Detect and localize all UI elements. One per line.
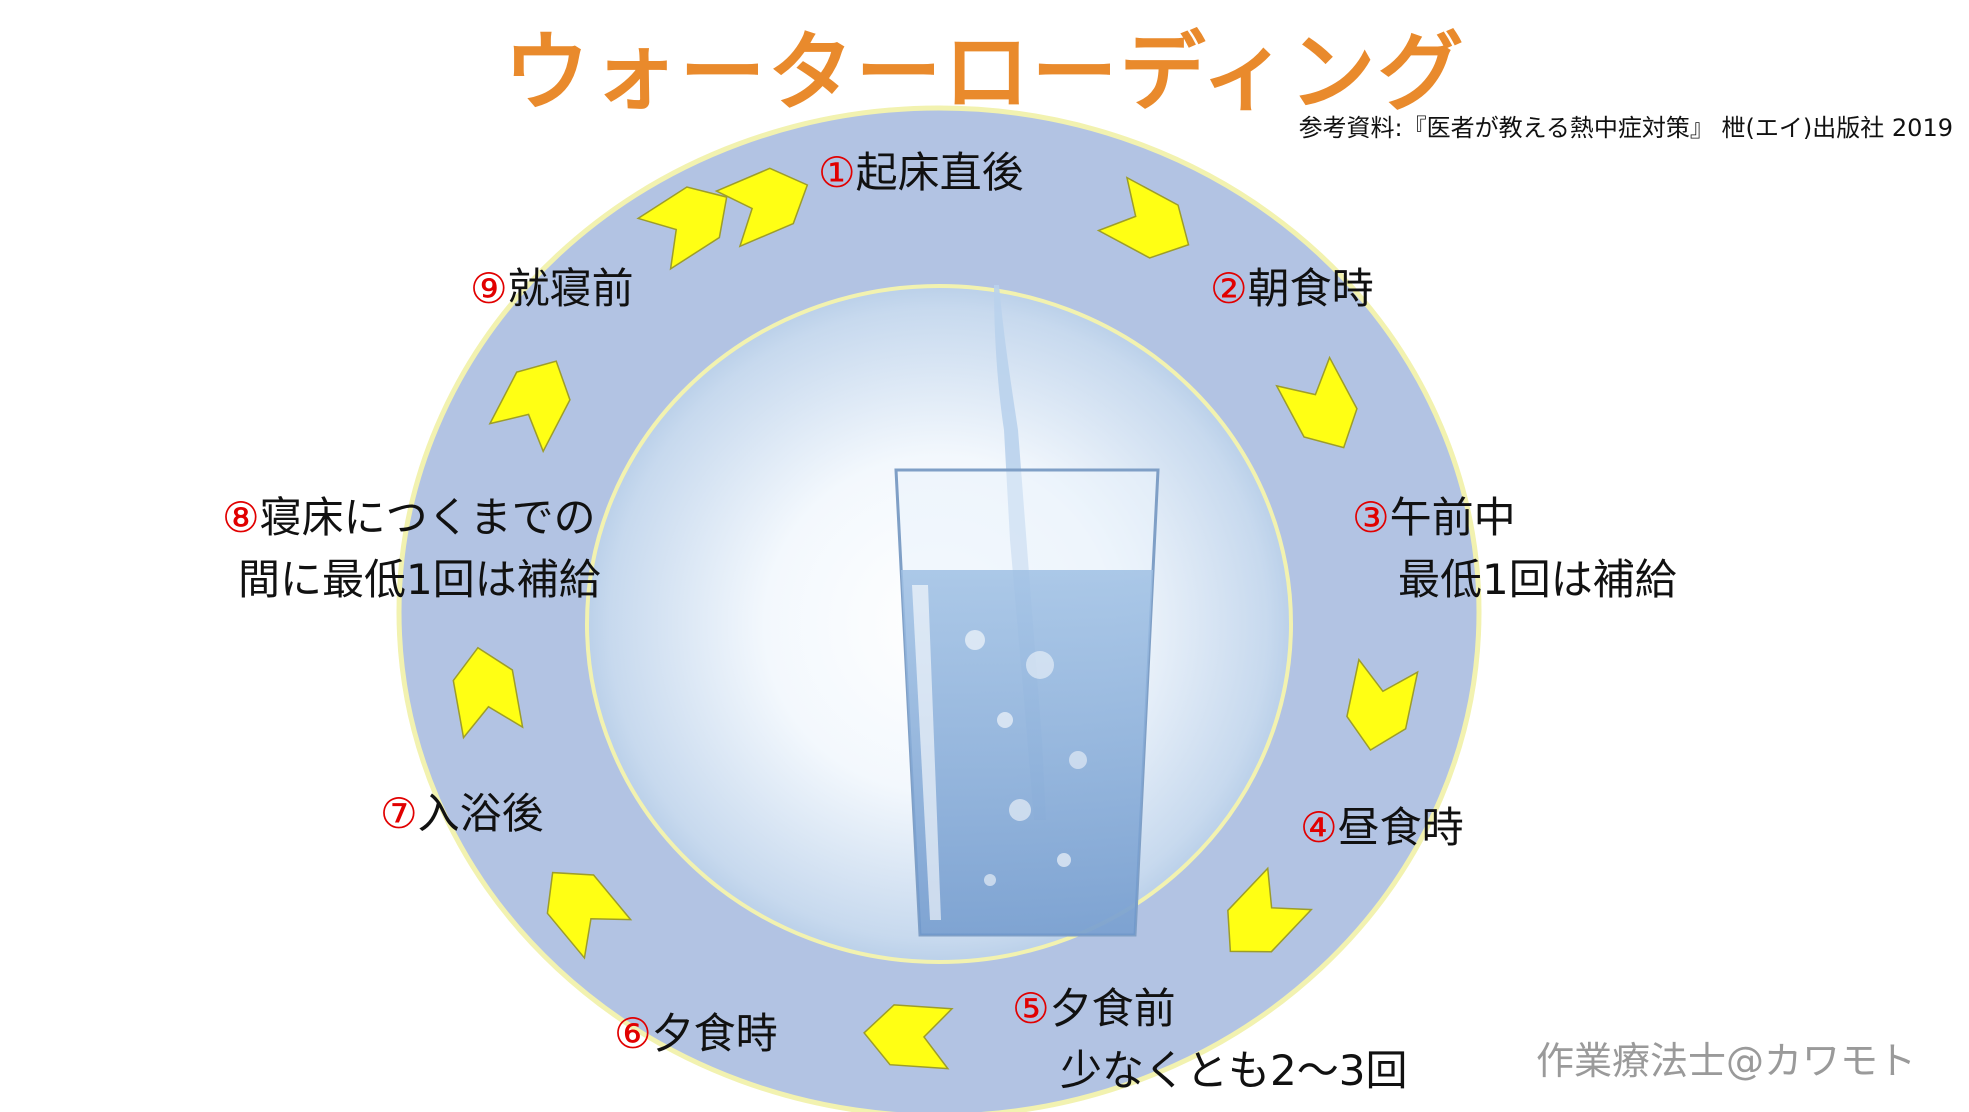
step-6: ⑥夕食時: [614, 1003, 778, 1065]
cycle-arrow-icon: [636, 186, 728, 271]
step-2: ②朝食時: [1210, 258, 1374, 320]
glass-highlight: [912, 585, 941, 920]
step-label: 夕食時: [651, 1009, 778, 1058]
step-label: 昼食時: [1337, 803, 1464, 852]
step-note: 間に最低1回は補給: [238, 555, 601, 604]
cycle-arrow-icon: [863, 1004, 954, 1070]
step-number: ⑧: [222, 493, 260, 542]
step-number: ⑤: [1012, 984, 1050, 1033]
bubble: [1069, 751, 1087, 769]
step-number: ⑦: [380, 789, 418, 838]
step-number: ②: [1210, 264, 1248, 313]
water-glass-illustration: [894, 285, 1160, 937]
page-title: ウォーターローディング: [503, 23, 1466, 123]
cycle-arrow-icon: [714, 167, 809, 248]
step-label: 就寝前: [507, 264, 634, 313]
bubble: [1009, 799, 1031, 821]
author-credit: 作業療法士@カワモト: [1536, 1039, 1917, 1083]
step-label: 入浴後: [417, 789, 544, 838]
cycle-arrow-icon: [452, 646, 524, 740]
step-1: ①起床直後: [818, 142, 1024, 204]
step-label: 夕食前: [1049, 984, 1176, 1033]
bubble: [984, 874, 996, 886]
step-number: ①: [818, 148, 856, 197]
step-label: 起床直後: [855, 148, 1024, 197]
step-3: ③午前中 最低1回は補給: [1352, 487, 1677, 611]
cycle-arrow-icon: [1275, 355, 1358, 449]
bubble: [997, 712, 1013, 728]
step-label: 午前中: [1389, 493, 1516, 542]
bubble: [1026, 651, 1054, 679]
cycle-arrow-icon: [1346, 657, 1419, 752]
step-number: ⑥: [614, 1009, 652, 1058]
step-label: 朝食時: [1247, 264, 1374, 313]
step-note: 少なくとも2～3回: [1060, 1046, 1408, 1095]
step-label: 寝床につくまでの: [259, 493, 596, 542]
step-note: 最低1回は補給: [1398, 555, 1677, 604]
reference-citation: 参考資料:『医者が教える熱中症対策』 枻(エイ)出版社 2019: [1298, 114, 1953, 142]
step-9: ⑨就寝前: [470, 258, 634, 320]
cycle-arrow-icon: [1096, 176, 1190, 259]
step-5: ⑤夕食前 少なくとも2～3回: [1012, 978, 1407, 1102]
cycle-arrow-icon: [1227, 866, 1313, 953]
step-8: ⑧寝床につくまでの 間に最低1回は補給: [222, 487, 601, 611]
step-number: ⑨: [470, 264, 508, 313]
step-number: ③: [1352, 493, 1390, 542]
step-7: ⑦入浴後: [380, 783, 544, 845]
bubble: [1057, 853, 1071, 867]
glass-water: [901, 570, 1153, 935]
step-4: ④昼食時: [1300, 797, 1464, 859]
cycle-arrow-icon: [488, 360, 571, 454]
cycle-arrow-icon: [546, 871, 633, 960]
step-number: ④: [1300, 803, 1338, 852]
bubble: [965, 630, 985, 650]
